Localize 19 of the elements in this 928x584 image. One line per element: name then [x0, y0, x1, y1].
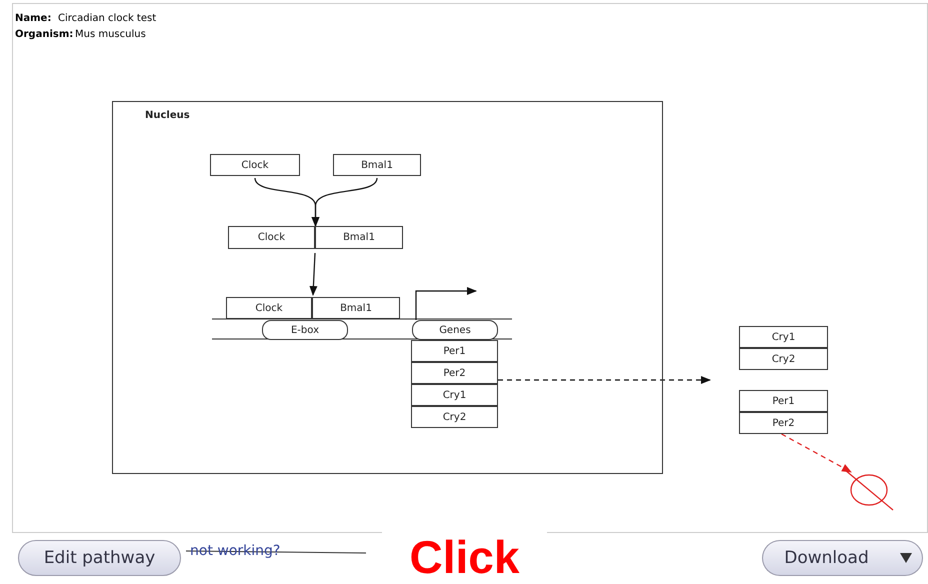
- compartment-label: Nucleus: [145, 110, 190, 121]
- field-label: Name:: [15, 13, 52, 24]
- arrow: [312, 178, 378, 227]
- arrow: [781, 433, 852, 473]
- field-value: Mus musculus: [75, 29, 146, 40]
- dna-region-box: Genes: [412, 320, 498, 340]
- download-button: Download: [762, 540, 890, 576]
- arrow: [498, 376, 711, 384]
- field-label: Organism:: [15, 29, 74, 40]
- arrow: [415, 287, 477, 320]
- nucleus-box: [112, 101, 663, 474]
- gene-box: Bmal1: [333, 154, 421, 176]
- gene-box: Clock: [210, 154, 300, 176]
- field-value: Circadian clock test: [58, 13, 156, 24]
- gene-box: Cry1: [411, 384, 498, 406]
- edit-button: Edit pathway: [18, 540, 181, 576]
- dna-region-box: E-box: [262, 320, 348, 340]
- arrow: [309, 252, 318, 296]
- gene-box: Per2: [411, 362, 498, 384]
